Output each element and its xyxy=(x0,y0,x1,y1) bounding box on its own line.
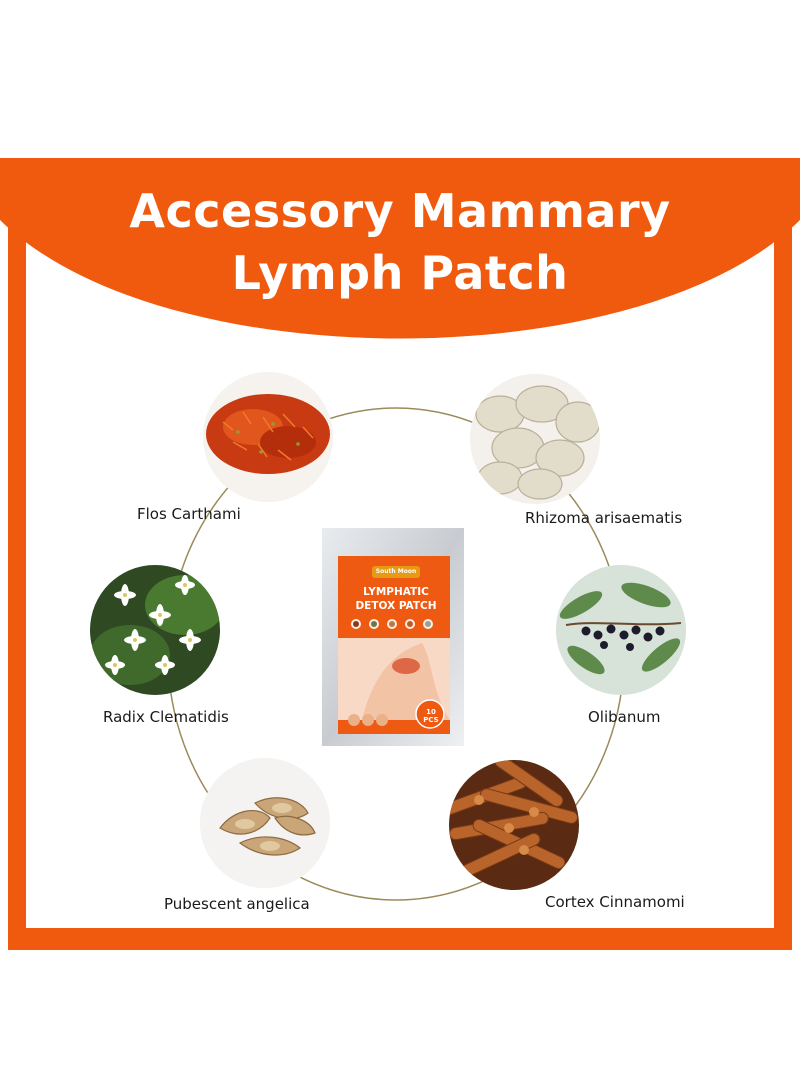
product-title: LYMPHATIC DETOX PATCH xyxy=(347,585,445,613)
title-line-2: Lymph Patch xyxy=(231,246,569,300)
product-title-line-2: DETOX PATCH xyxy=(355,600,437,612)
ingredient-label-pubescent-angelica: Pubescent angelica xyxy=(164,895,310,913)
ingredient-label-radix-clematidis: Radix Clematidis xyxy=(103,708,229,726)
product-brand-logo: South Moon xyxy=(372,566,420,578)
rhizome-slices-image xyxy=(470,374,600,504)
cinnamon-sticks-image xyxy=(449,760,579,890)
product-package-image xyxy=(322,528,464,746)
product-count-number: 10 xyxy=(426,708,436,716)
safflower-image xyxy=(203,372,333,502)
product-title-line-1: LYMPHATIC xyxy=(363,586,429,598)
clematis-flowers-image xyxy=(90,565,220,695)
angelica-root-image xyxy=(200,758,330,888)
ingredient-label-flos-carthami: Flos Carthami xyxy=(137,505,241,523)
product-count-unit: PCS xyxy=(423,716,439,724)
title-line-1: Accessory Mammary xyxy=(129,184,671,238)
product-count-badge: 10 PCS xyxy=(418,708,444,724)
ingredient-label-olibanum: Olibanum xyxy=(588,708,661,726)
ingredient-label-cortex-cinnamomi: Cortex Cinnamomi xyxy=(545,893,685,911)
ingredient-label-rhizoma-arisaematis: Rhizoma arisaematis xyxy=(525,509,683,527)
page-title: Accessory Mammary Lymph Patch xyxy=(0,180,800,304)
berries-branch-image xyxy=(556,565,686,695)
title-banner xyxy=(0,158,800,339)
